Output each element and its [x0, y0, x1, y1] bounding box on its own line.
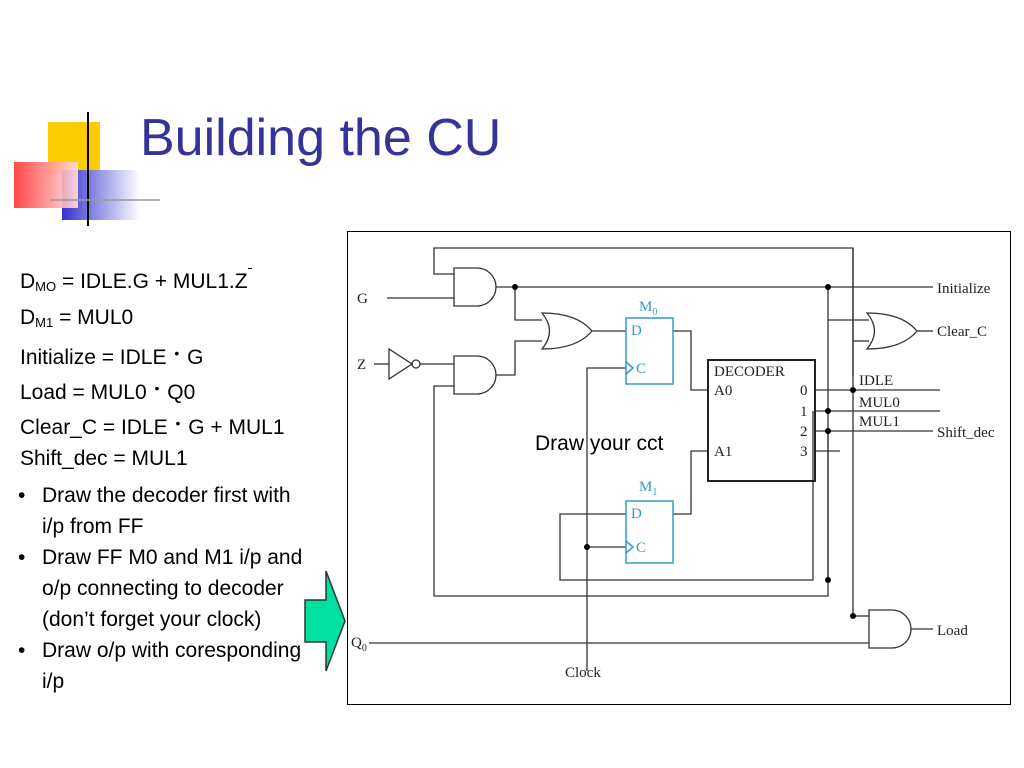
decoder-title: DECODER: [714, 364, 785, 380]
input-label-z: Z: [357, 357, 366, 373]
instruction-bullets: Draw the decoder first with i/p from FF …: [16, 480, 316, 697]
decoder-input-a0: A0: [714, 383, 732, 399]
input-label-g: G: [357, 291, 368, 307]
equation-load: Load = MUL0 • Q0: [20, 380, 196, 404]
flipflop-m1-label: M1: [639, 479, 657, 498]
flipflop-m1-c: C: [636, 540, 646, 556]
decoder-block: [707, 359, 816, 482]
decoder-output-3: 3: [800, 444, 808, 460]
input-label-clock: Clock: [565, 665, 601, 681]
flipflop-m1: [625, 500, 674, 564]
bullet-item: Draw the decoder first with i/p from FF: [16, 480, 316, 542]
equation-clear-c: Clear_C = IDLE • G + MUL1: [20, 415, 285, 439]
slide-title: Building the CU: [140, 109, 502, 167]
flipflop-m0: [625, 317, 674, 385]
equation-dm0-rhs: = IDLE.G + MUL1.Z: [61, 270, 248, 293]
output-label-clear-c: Clear_C: [937, 324, 987, 340]
circuit-frame: [347, 231, 1011, 705]
equation-list: DMO = IDLE.G + MUL1.Z DM1 = MUL0 Initial…: [20, 266, 285, 474]
control-unit-circuit-diagram: G Z Q0 Clock Initialize Clear_C Shift_de…: [351, 247, 995, 681]
decoder-output-2: 2: [800, 424, 808, 440]
output-label-load: Load: [937, 623, 968, 639]
bullet-item: Draw FF M0 and M1 i/p and o/p connecting…: [16, 542, 316, 635]
output-label-shift-dec: Shift_dec: [937, 425, 995, 441]
flipflop-m0-d: D: [631, 323, 642, 339]
state-label-mul0: MUL0: [859, 395, 900, 411]
decoder-output-1: 1: [800, 404, 808, 420]
equation-initialize: Initialize = IDLE • G: [20, 345, 204, 369]
equation-dm1: DM1 = MUL0: [20, 306, 134, 330]
right-arrow-icon: [304, 570, 346, 672]
equation-shift-dec: Shift_dec = MUL1: [20, 447, 188, 470]
output-label-initialize: Initialize: [937, 281, 991, 297]
decoder-input-a1: A1: [714, 444, 732, 460]
state-label-idle: IDLE: [859, 373, 893, 389]
flipflop-m0-label: M0: [639, 299, 657, 318]
draw-circuit-hint: Draw your cct: [535, 432, 664, 455]
equation-dm0: DMO = IDLE.G + MUL1.Z: [20, 270, 248, 294]
state-label-mul1: MUL1: [859, 414, 900, 430]
flipflop-m1-d: D: [631, 506, 642, 522]
decoder-output-0: 0: [800, 383, 808, 399]
flipflop-m0-c: C: [636, 361, 646, 377]
bullet-item: Draw o/p with coresponding i/p: [16, 635, 316, 697]
input-label-q0: Q0: [351, 635, 367, 654]
decorative-corner-graphic: [14, 112, 160, 226]
